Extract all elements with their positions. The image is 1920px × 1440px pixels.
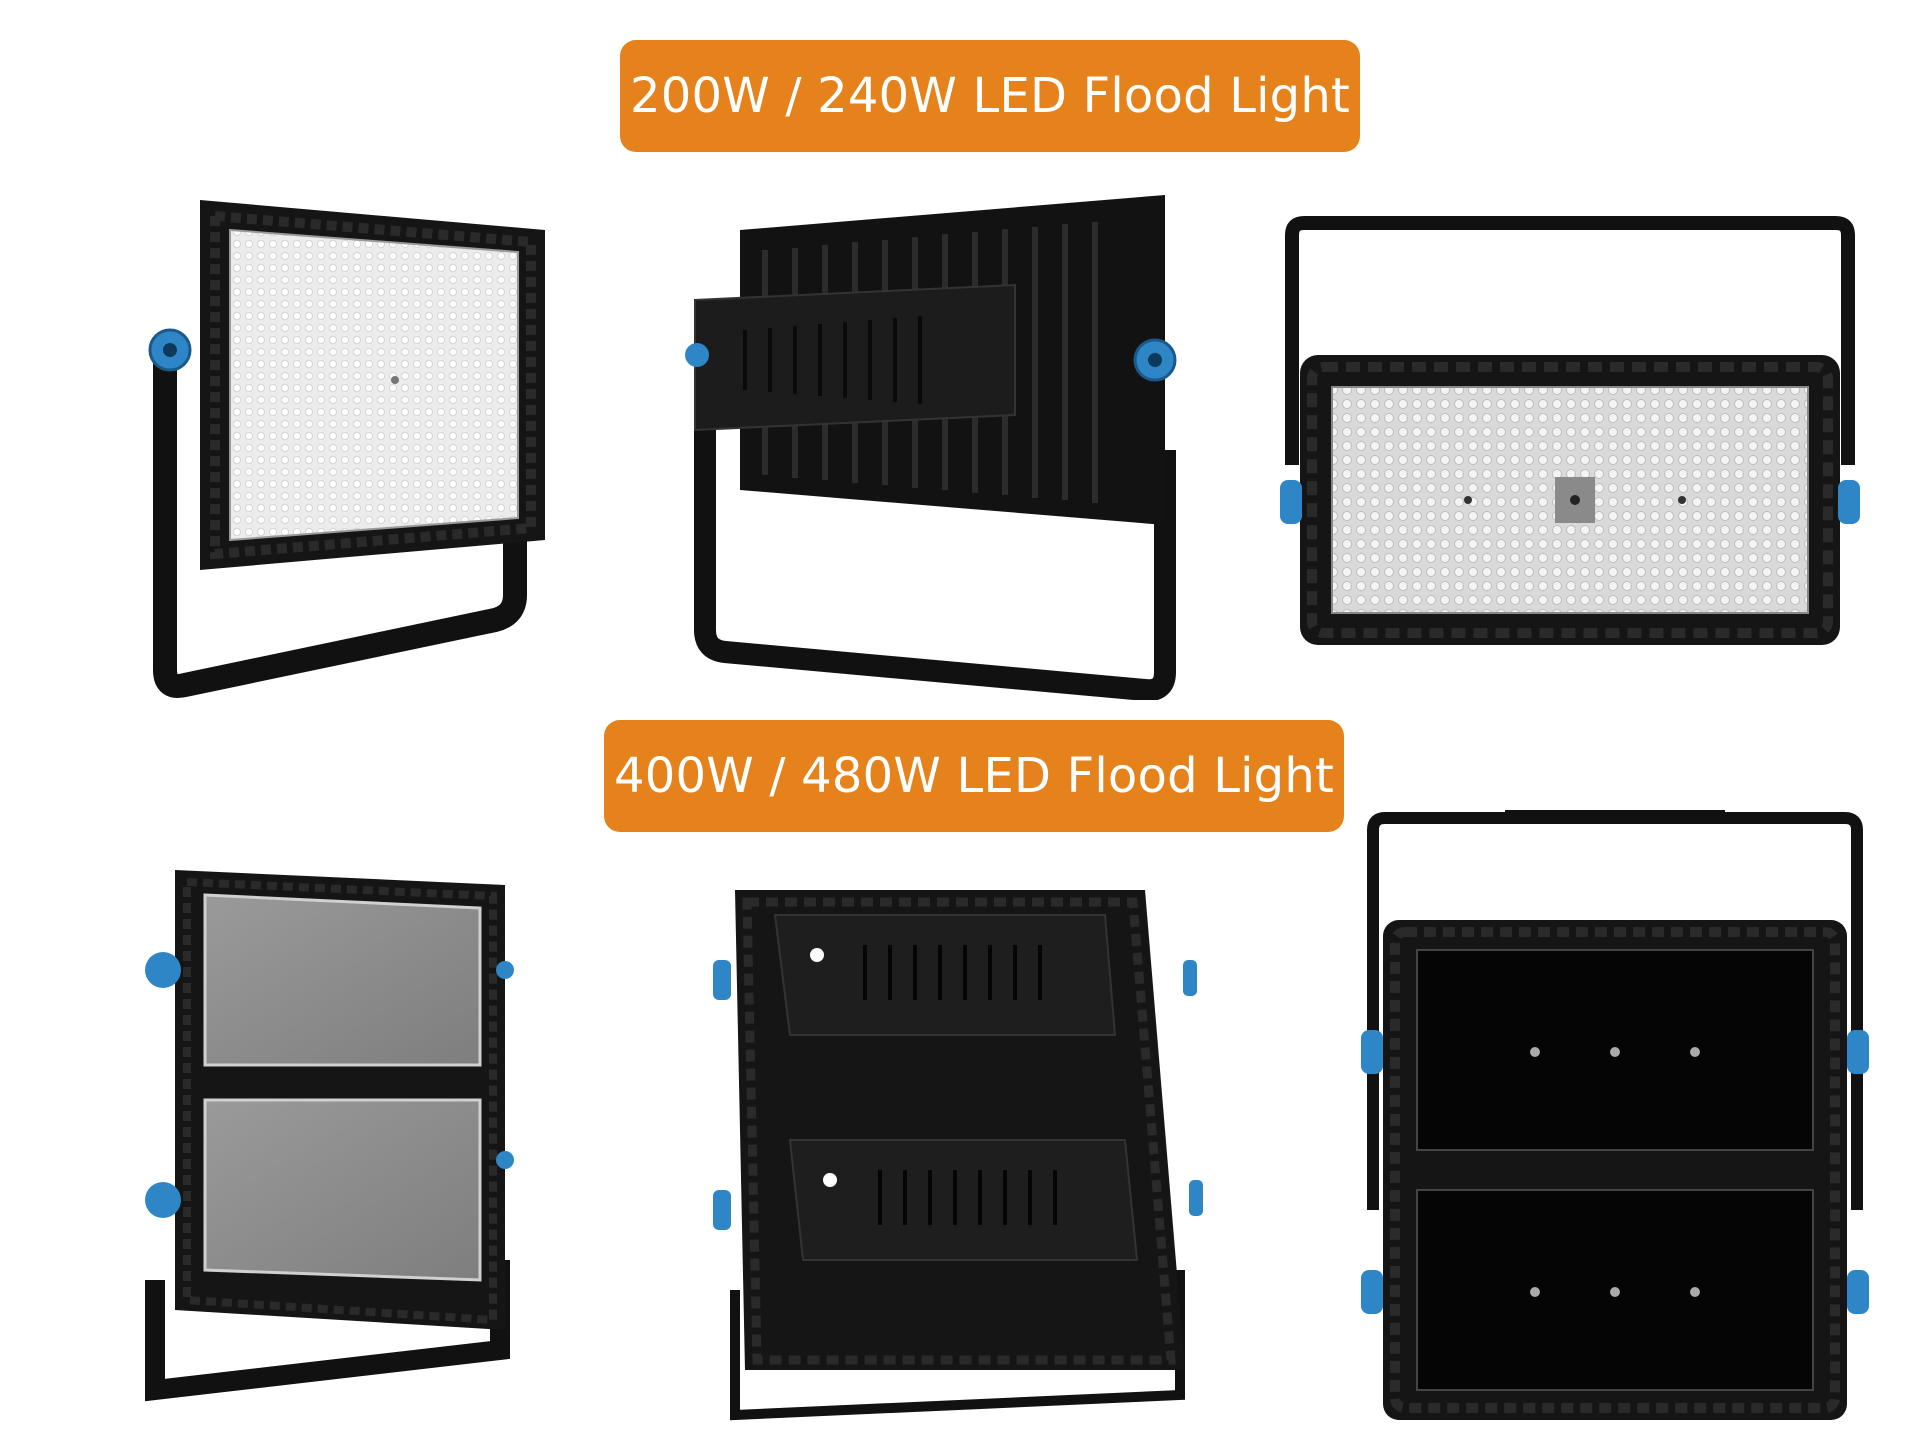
flood-light-200w-front-icon xyxy=(135,190,555,700)
flood-light-400w-front-icon xyxy=(135,860,525,1410)
banner-title-bottom: 400W / 480W LED Flood Light xyxy=(614,748,1334,804)
flood-light-200w-face-icon xyxy=(1270,215,1870,655)
flood-light-400w-face-icon xyxy=(1355,810,1875,1430)
flood-light-400w-back-icon xyxy=(705,870,1225,1430)
banner-200w-240w: 200W / 240W LED Flood Light xyxy=(620,40,1360,152)
flood-light-200w-back-icon xyxy=(685,190,1185,700)
banner-400w-480w: 400W / 480W LED Flood Light xyxy=(604,720,1344,832)
banner-title-top: 200W / 240W LED Flood Light xyxy=(630,68,1350,124)
